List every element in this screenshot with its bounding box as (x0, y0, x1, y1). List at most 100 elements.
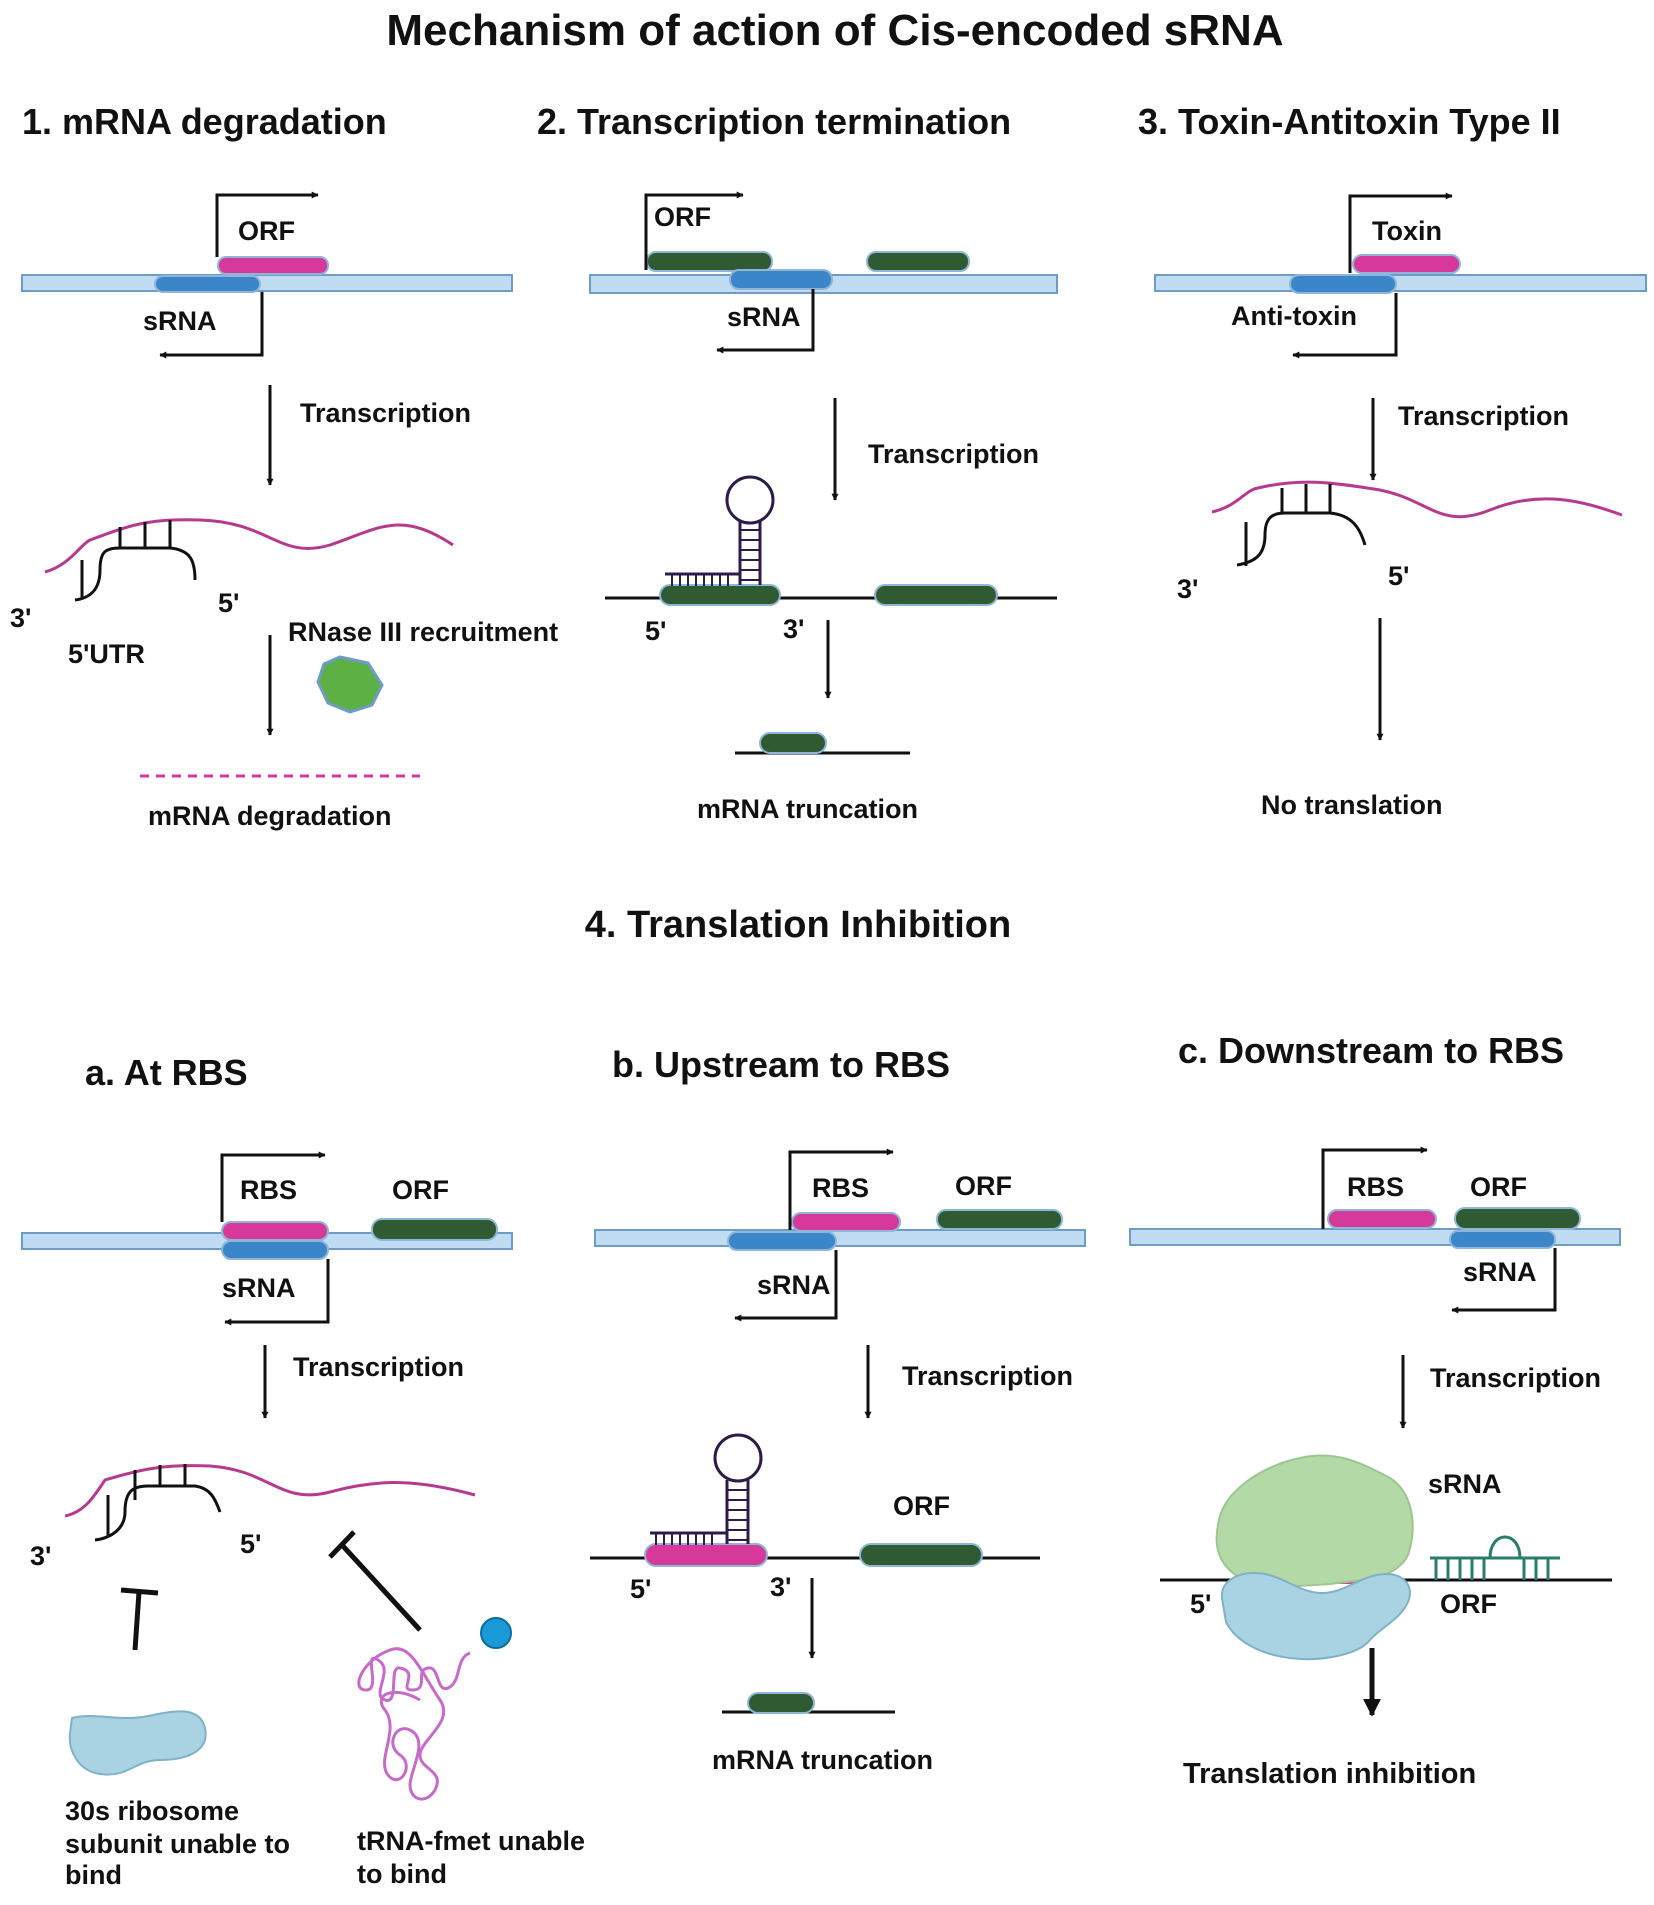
orf-label: ORF (238, 216, 295, 246)
orf-gene (1454, 1207, 1581, 1230)
antitoxin-gene (1289, 274, 1397, 294)
panel-downstream-rbs: c. Downstream to RBS RBS ORF sRNA Transc… (1129, 1030, 1621, 1790)
antitoxin-label: Anti-toxin (1231, 301, 1357, 331)
panel-2-heading: 2. Transcription termination (537, 101, 1011, 142)
mrna-strand (64, 1464, 476, 1518)
orf-gene (659, 584, 781, 606)
degradation-result-label: mRNA degradation (148, 801, 392, 831)
panel-upstream-rbs: b. Upstream to RBS RBS ORF sRNA Transcri… (590, 1044, 1086, 1775)
rbs-promoter-arrow (1321, 1146, 1428, 1229)
panel-1-heading: 1. mRNA degradation (22, 101, 387, 142)
toxin-mrna (1211, 480, 1623, 519)
orf-promoter-arrow (215, 191, 319, 257)
five-prime-label: 5' (240, 1529, 261, 1559)
srna-label: sRNA (727, 302, 801, 332)
orf-label-2: ORF (1440, 1589, 1497, 1619)
transcription-label: Transcription (1430, 1363, 1601, 1393)
panel-transcription-termination: 2. Transcription termination ORF sRNA Tr… (537, 101, 1058, 824)
three-prime-label: 3' (1177, 574, 1198, 604)
diagram-title: Mechanism of action of Cis-encoded sRNA (386, 6, 1283, 55)
dna-strand (594, 1229, 1086, 1247)
antitoxin-rna (1236, 511, 1367, 567)
no-translation-label: No translation (1261, 790, 1443, 820)
rbs-gene (221, 1221, 329, 1241)
orf-gene-2 (874, 584, 998, 606)
panel-3-heading: 3. Toxin-Antitoxin Type II (1138, 101, 1561, 142)
rbs-promoter-arrow (788, 1148, 894, 1230)
transcription-label: Transcription (1398, 401, 1569, 431)
toxin-promoter-arrow (1348, 192, 1453, 273)
transcription-label: Transcription (293, 1352, 464, 1382)
panel-4-heading: 4. Translation Inhibition (585, 904, 1011, 946)
five-prime-label: 5' (1388, 561, 1409, 591)
trna-fmet (357, 1617, 512, 1801)
rbs-gene (1327, 1209, 1437, 1229)
ribosome-30s-subunit (68, 1710, 207, 1776)
panel-4a-heading: a. At RBS (85, 1052, 248, 1093)
srna-strand (94, 1484, 222, 1542)
orf-label: ORF (1470, 1172, 1527, 1202)
rbs-gene (791, 1212, 901, 1232)
orf-label: ORF (955, 1171, 1012, 1201)
srna-promoter-arrow (716, 289, 815, 354)
toxin-gene (1352, 254, 1461, 274)
srna-gene (1449, 1230, 1556, 1249)
orf-label-2: ORF (893, 1491, 950, 1521)
panel-4b-heading: b. Upstream to RBS (612, 1044, 950, 1085)
dna-strand (21, 274, 513, 292)
orf-gene-2 (866, 251, 970, 272)
panel-toxin-antitoxin: 3. Toxin-Antitoxin Type II Toxin Anti-to… (1138, 101, 1647, 820)
rbs-label: RBS (1347, 1172, 1404, 1202)
base-pairs (80, 520, 172, 598)
five-prime-label: 5' (630, 1574, 651, 1604)
five-prime-label: 5' (1190, 1589, 1211, 1619)
ribosome-small-subunit (1220, 1572, 1411, 1661)
inhibition-bar-ribosome (120, 1587, 159, 1651)
rnase-iii-enzyme (316, 655, 384, 714)
trna-text-1: tRNA-fmet unable (357, 1826, 585, 1856)
dna-strand (1154, 274, 1647, 292)
srna-promoter-arrow (159, 292, 264, 359)
orf-gene (371, 1218, 498, 1241)
srna-gene (221, 1240, 329, 1260)
three-prime-label: 3' (10, 603, 31, 633)
ribosome-text-1: 30s ribosome (65, 1796, 239, 1826)
srna-label: sRNA (1463, 1257, 1537, 1287)
five-prime-label: 5' (218, 588, 239, 618)
ribosome-large-subunit (1215, 1454, 1414, 1588)
orf-gene (646, 251, 773, 272)
rbs-gene (644, 1543, 768, 1567)
srna-label: sRNA (222, 1273, 296, 1303)
srna-gene (729, 269, 833, 290)
srna-gene (154, 275, 261, 293)
ribosome-text-3: bind (65, 1860, 122, 1890)
three-prime-label: 3' (783, 614, 804, 644)
srna-label: sRNA (143, 306, 217, 336)
mrna-strand (44, 518, 454, 574)
inhibition-bar-trna (328, 1530, 422, 1632)
srna-promoter-arrow (224, 1259, 330, 1326)
panel-mrna-degradation: 1. mRNA degradation ORF sRNA Transcripti… (10, 101, 558, 831)
srna-label-2: sRNA (1428, 1469, 1502, 1499)
translation-inhibition-label: Translation inhibition (1183, 1758, 1476, 1790)
transcription-label: Transcription (868, 439, 1039, 469)
orf-label: ORF (392, 1175, 449, 1205)
utr-label: 5'UTR (68, 639, 145, 669)
srna-bound-orf (1430, 1535, 1560, 1580)
rbs-promoter-arrow (220, 1151, 326, 1222)
ribosome-text-2: subunit unable to (65, 1829, 290, 1859)
truncated-orf (759, 732, 827, 754)
srna-promoter-arrow (1451, 1248, 1557, 1314)
orf-label: ORF (654, 202, 711, 232)
three-prime-label: 3' (770, 1572, 791, 1602)
truncated-orf (747, 1692, 815, 1714)
fmet-ball (480, 1617, 512, 1649)
orf-promoter-arrow (644, 191, 744, 270)
srna-strand (74, 546, 197, 602)
base-pairs (1244, 484, 1332, 566)
panel-at-rbs: a. At RBS RBS ORF sRNA Transcription 3' … (21, 1052, 585, 1890)
rbs-label: RBS (812, 1173, 869, 1203)
transcription-label: Transcription (300, 398, 471, 428)
truncation-result-label: mRNA truncation (712, 1745, 933, 1775)
